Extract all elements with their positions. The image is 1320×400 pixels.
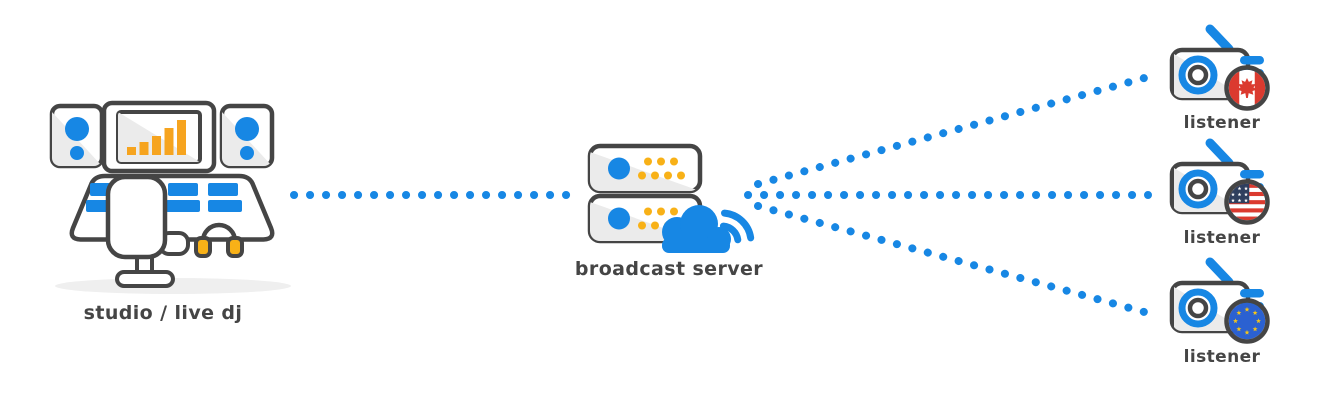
- cloud-icon: [662, 205, 731, 253]
- chair-icon: [105, 174, 190, 288]
- eu-flag-icon: [1224, 298, 1270, 344]
- usa-flag-icon: [1224, 179, 1270, 225]
- mixer-desk-icon: [69, 173, 275, 242]
- radio-listener-usa: [1172, 143, 1270, 225]
- headphones-icon: [194, 222, 244, 258]
- canada-flag-icon: [1224, 65, 1270, 111]
- server-leds-1: [638, 157, 685, 180]
- connection-lines: [290, 73, 1152, 317]
- server-label: broadcast server: [574, 258, 764, 280]
- studio-shadow: [55, 278, 291, 294]
- speaker-left-icon: [49, 103, 105, 169]
- radio-listener-canada: [1172, 29, 1270, 111]
- connection-server-listener-canada: [754, 73, 1152, 188]
- server-unit-1: [587, 143, 703, 194]
- listener-label-canada: listener: [1183, 113, 1261, 133]
- listener-label-usa: listener: [1183, 228, 1261, 248]
- wifi-icon: [719, 209, 755, 244]
- dj-studio-icon: [49, 100, 291, 294]
- bar-chart-icon: [127, 120, 186, 155]
- listener-label-eu: listener: [1183, 347, 1261, 367]
- speaker-right-icon: [219, 103, 275, 169]
- connection-server-listener-eu: [754, 202, 1152, 317]
- studio-label: studio / live dj: [83, 302, 243, 324]
- server-rack-cloud-icon: [587, 143, 755, 253]
- radio-listener-eu: [1172, 262, 1270, 344]
- monitor-icon: [101, 100, 217, 174]
